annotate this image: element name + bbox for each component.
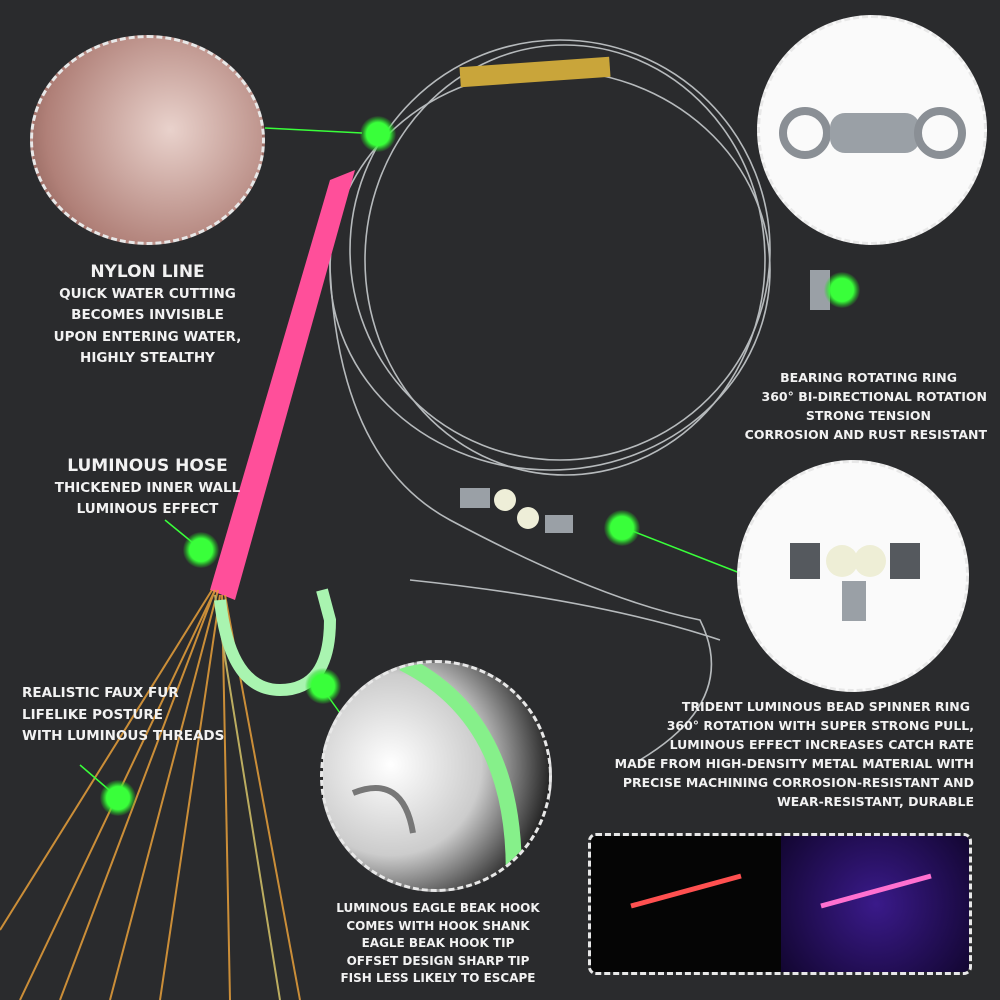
trident-closeup	[737, 460, 969, 692]
hook-desc: FISH LESS LIKELY TO ESCAPE	[340, 971, 536, 985]
glow-dot	[604, 510, 640, 546]
bearing-ring-desc: CORROSION AND RUST RESISTANT	[744, 427, 987, 442]
glow-dot	[100, 780, 136, 816]
hook-desc: LUMINOUS EAGLE BEAK HOOK	[336, 901, 540, 915]
bearing-ring-desc: BEARING ROTATING RING	[780, 370, 957, 385]
luminous-hose-desc: LUMINOUS EFFECT	[76, 501, 219, 517]
nylon-line-loops	[328, 39, 771, 761]
glow-dot	[305, 668, 341, 704]
luminous-hose-desc: THICKENED INNER WALL	[54, 479, 241, 496]
luminous-hose-text: LUMINOUS HOSE THICKENED INNER WALL LUMIN…	[20, 456, 275, 521]
luminous-hook	[214, 588, 337, 697]
hook-desc: COMES WITH HOOK SHANK	[346, 918, 530, 933]
bearing-ring-closeup	[757, 15, 987, 245]
nylon-line-desc: BECOMES INVISIBLE	[71, 307, 224, 323]
trident-desc: LUMINOUS EFFECT INCREASES CATCH RATE	[669, 737, 974, 752]
trident-text: TRIDENT LUMINOUS BEAD SPINNER RING 360° …	[615, 697, 974, 811]
nylon-line-desc: UPON ENTERING WATER,	[53, 328, 242, 345]
bearing-ring-desc: STRONG TENSION	[805, 408, 931, 423]
hook-desc: OFFSET DESIGN SHARP TIP	[346, 953, 530, 968]
faux-fur-desc: WITH LUMINOUS THREADS	[22, 728, 225, 744]
nylon-line-title: NYLON LINE	[90, 262, 205, 282]
trident-desc: PRECISE MACHINING CORROSION-RESISTANT AN…	[622, 775, 974, 790]
trident-desc: TRIDENT LUMINOUS BEAD SPINNER RING	[681, 699, 970, 714]
nylon-line-text: NYLON LINE QUICK WATER CUTTING BECOMES I…	[20, 262, 275, 370]
luminous-hose	[210, 170, 355, 600]
faux-fur-desc: REALISTIC FAUX FUR	[22, 685, 179, 701]
glow-dark-photo	[591, 836, 781, 972]
glow-dot	[824, 272, 860, 308]
hook-desc: EAGLE BEAK HOOK TIP	[361, 936, 515, 950]
bearing-ring-desc: 360° BI-DIRECTIONAL ROTATION	[761, 389, 987, 404]
faux-fur	[0, 589, 301, 1000]
luminous-hose-title: LUMINOUS HOSE	[67, 456, 228, 476]
bearing-ring-text: BEARING ROTATING RING 360° BI-DIRECTIONA…	[745, 368, 987, 444]
gold-wrap	[459, 56, 611, 88]
trident-desc: 360° ROTATION WITH SUPER STRONG PULL,	[666, 718, 974, 733]
hook-text: LUMINOUS EAGLE BEAK HOOK COMES WITH HOOK…	[318, 900, 558, 988]
hook-closeup	[320, 660, 552, 892]
glow-uv-photo	[781, 836, 969, 972]
faux-fur-text: REALISTIC FAUX FUR LIFELIKE POSTURE WITH…	[22, 683, 224, 748]
glow-demo-photos	[588, 833, 972, 975]
trident-desc: WEAR-RESISTANT, DURABLE	[776, 794, 974, 809]
glow-dot	[360, 116, 396, 152]
nylon-line-closeup	[30, 35, 265, 245]
nylon-line-desc: QUICK WATER CUTTING	[59, 285, 236, 302]
faux-fur-desc: LIFELIKE POSTURE	[22, 706, 163, 723]
trident-desc: MADE FROM HIGH-DENSITY METAL MATERIAL WI…	[614, 756, 974, 771]
nylon-line-desc: HIGHLY STEALTHY	[80, 350, 215, 366]
glow-dot	[183, 532, 219, 568]
bead-swivel	[460, 270, 830, 533]
